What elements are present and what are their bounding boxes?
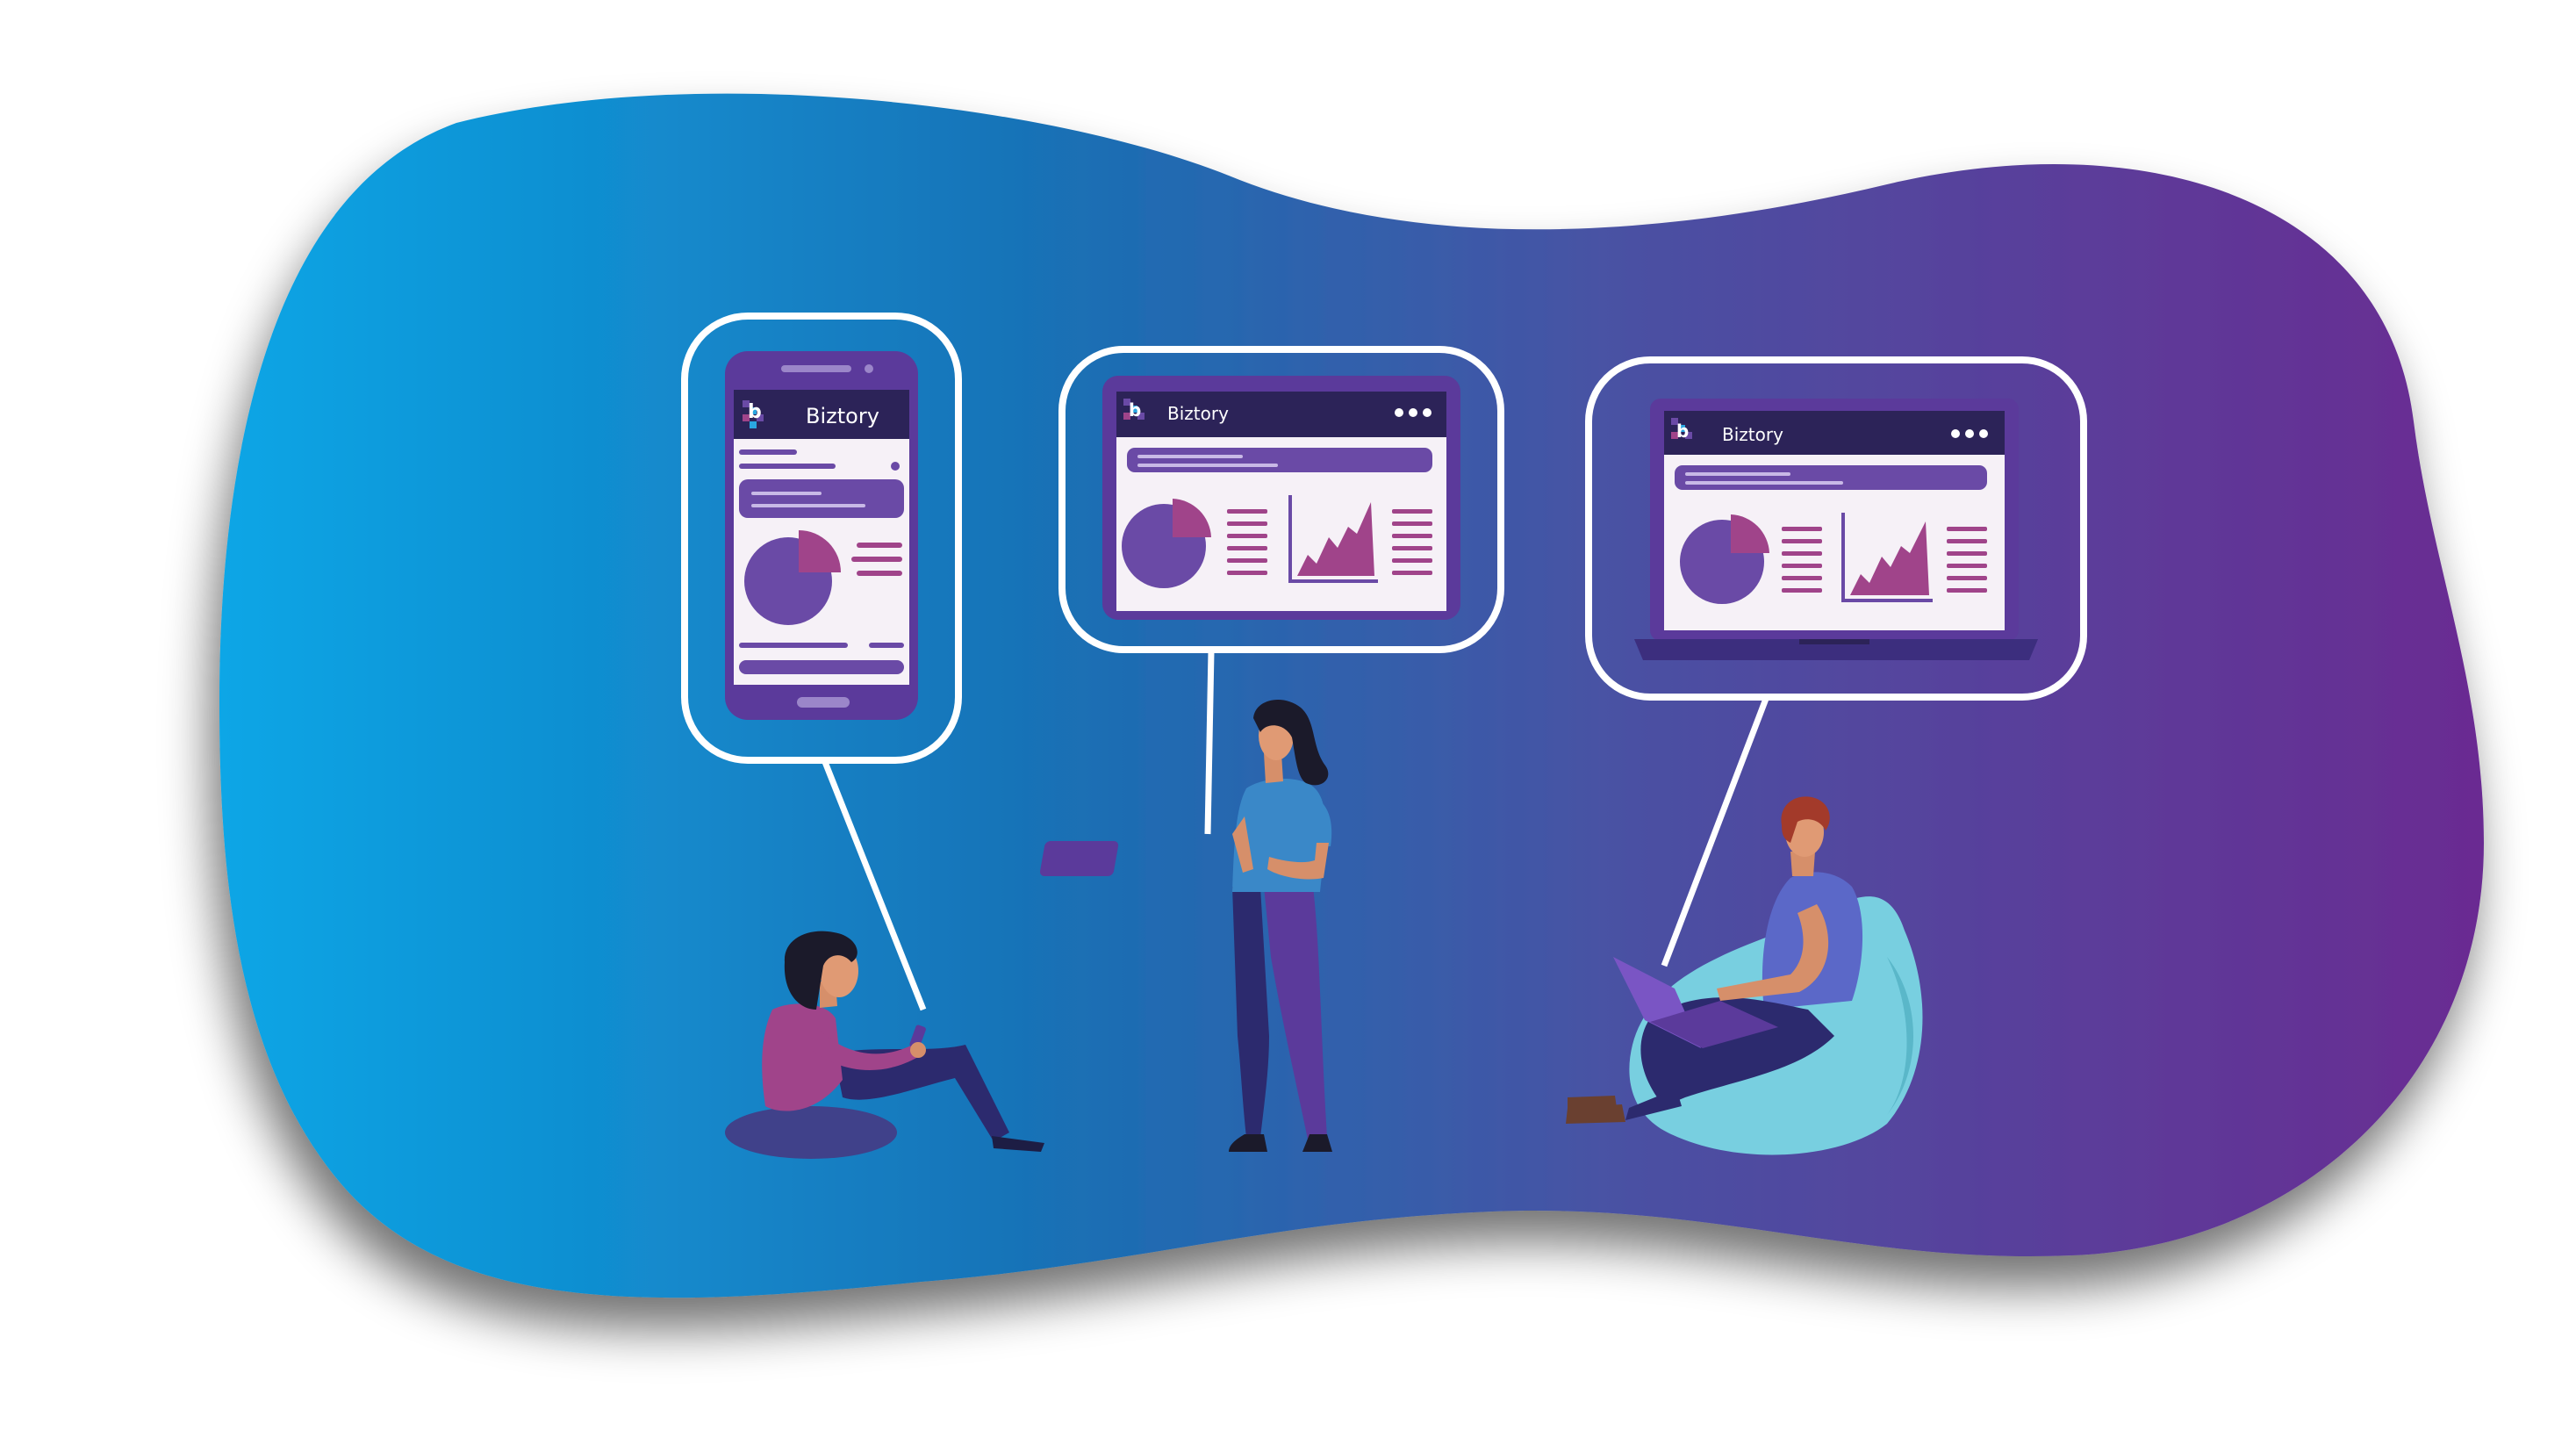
person-beanbag-with-laptop bbox=[1566, 796, 1923, 1155]
laptop-bubble: b Biztory bbox=[1585, 356, 2087, 967]
laptop-device: b Biztory bbox=[1634, 399, 2038, 660]
logo-icon: b bbox=[743, 400, 764, 428]
tablet-bubble: b Biztory bbox=[1058, 346, 1504, 835]
phone-brand-label: Biztory bbox=[806, 404, 879, 428]
svg-text:b: b bbox=[748, 401, 762, 423]
pie-chart-icon bbox=[1680, 514, 1769, 604]
area-chart-icon bbox=[1288, 495, 1378, 583]
pie-chart-icon bbox=[1122, 499, 1211, 588]
tablet-brand-label: Biztory bbox=[1167, 403, 1229, 424]
more-dots-icon bbox=[1395, 408, 1432, 417]
person-sitting-with-phone bbox=[725, 931, 1044, 1159]
phone-device: b Biztory bbox=[725, 351, 918, 720]
area-chart-icon bbox=[1841, 513, 1933, 602]
pie-chart-icon bbox=[744, 530, 841, 625]
logo-icon: b bbox=[1671, 418, 1692, 442]
phone-bubble: b Biztory bbox=[681, 313, 962, 1011]
gradient-blob-background bbox=[219, 93, 2484, 1298]
more-dots-icon bbox=[1951, 429, 1988, 438]
laptop-brand-label: Biztory bbox=[1722, 424, 1783, 445]
tablet-device: b Biztory bbox=[1102, 376, 1460, 620]
person-standing-with-tablet bbox=[1039, 699, 1332, 1152]
svg-text:b: b bbox=[1676, 421, 1689, 442]
svg-text:b: b bbox=[1129, 399, 1141, 421]
logo-icon: b bbox=[1123, 399, 1144, 421]
